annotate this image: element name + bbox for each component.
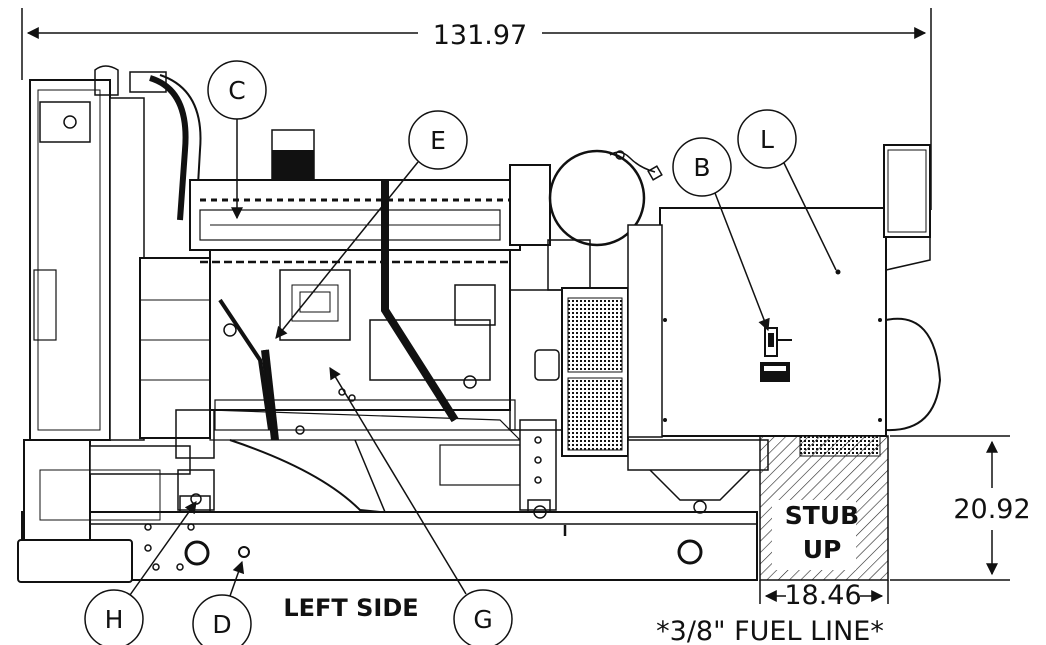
callout-c-letter: C — [228, 76, 245, 105]
callout-l-letter: L — [760, 125, 774, 154]
callout-b-letter: B — [693, 153, 710, 182]
callout-g-letter: G — [473, 605, 492, 634]
callout-d: D — [192, 560, 252, 645]
overall-length-value: 131.97 — [433, 20, 527, 51]
callout-d-letter: D — [212, 610, 231, 639]
skid-base — [17, 511, 758, 583]
stub-up-width-dimension: 18.46 — [759, 580, 889, 611]
callout-b: B — [672, 137, 770, 332]
fuel-line-note: *3/8" FUEL LINE* — [656, 616, 884, 645]
stub-up-label-line1: STUB — [785, 501, 859, 530]
turbocharger — [509, 149, 663, 291]
stub-up-height-value: 20.92 — [953, 494, 1030, 525]
overall-length-dimension: 131.97 — [21, 8, 932, 210]
engine-mounts — [179, 419, 557, 513]
stub-up-height-dimension: 20.92 — [890, 435, 1031, 581]
stub-up-width-value: 18.46 — [784, 580, 861, 611]
radiator — [23, 65, 202, 541]
callout-h: H — [84, 501, 197, 645]
callout-l: L — [737, 109, 837, 271]
stub-up-area: STUB UP — [759, 435, 889, 581]
alternator-grille — [509, 287, 769, 519]
callout-e-letter: E — [430, 126, 446, 155]
callout-e: E — [275, 110, 468, 339]
callout-c: C — [207, 60, 267, 220]
callout-g: G — [329, 366, 513, 645]
view-label: LEFT SIDE — [283, 594, 418, 622]
control-box — [627, 144, 942, 457]
callout-h-letter: H — [105, 605, 124, 634]
stub-up-label-line2: UP — [803, 535, 842, 564]
engine-block — [189, 129, 522, 513]
fan-housing — [139, 257, 215, 511]
